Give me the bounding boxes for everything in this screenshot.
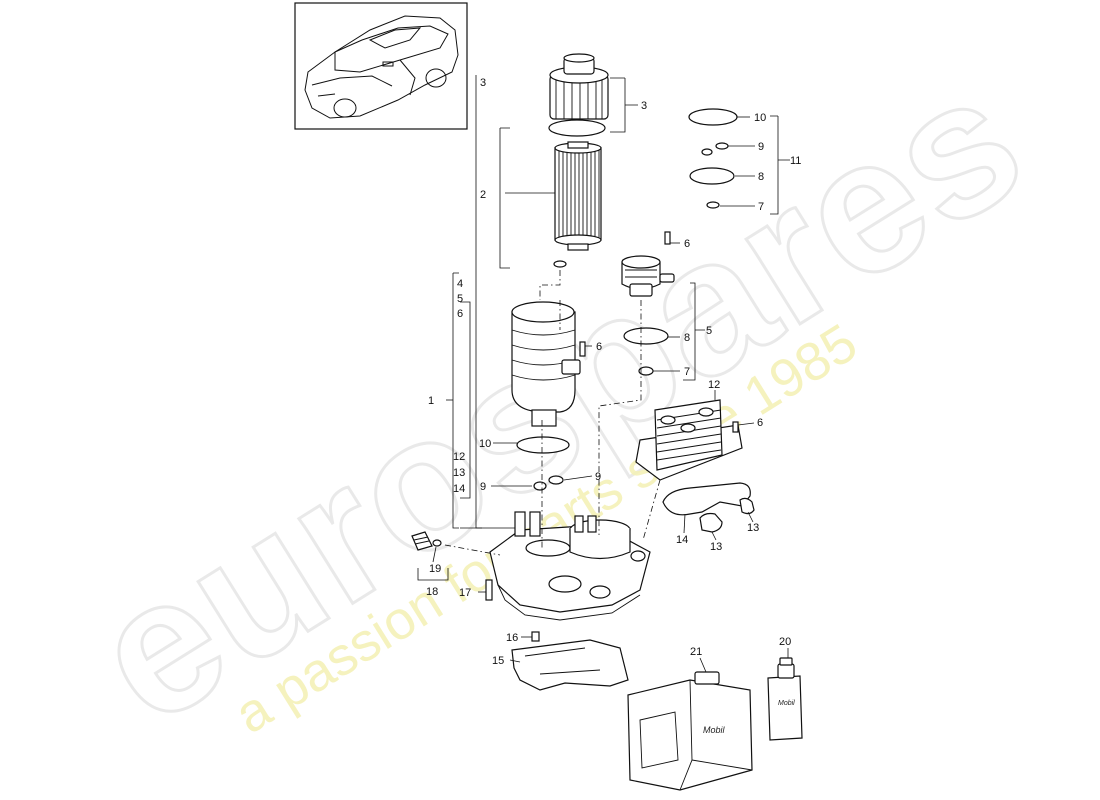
filter-housing (511, 301, 586, 427)
callout-12: 12 (708, 379, 720, 391)
oil-jerrycan: Mobil (627, 671, 753, 791)
cooler-gaskets (662, 482, 755, 533)
callout-4: 4 (457, 278, 463, 290)
callout-5: 5 (706, 325, 712, 337)
callout-9: 9 (758, 141, 764, 153)
breather-seal-8 (623, 327, 669, 345)
callout-10: 10 (479, 438, 491, 450)
callout-12: 12 (453, 451, 465, 463)
callout-19: 19 (429, 563, 441, 575)
housing-seal-10 (516, 436, 570, 454)
bolt-16 (531, 631, 540, 642)
oil-sensor (411, 531, 442, 551)
callout-13: 13 (453, 467, 465, 479)
callout-9: 9 (480, 481, 486, 493)
callout-18: 18 (426, 586, 438, 598)
leader-lines (432, 116, 789, 673)
callout-14: 14 (453, 483, 465, 495)
callout-13: 13 (747, 522, 759, 534)
filter-element (553, 141, 602, 268)
bolt-17 (485, 579, 493, 601)
breather-valve (621, 231, 675, 297)
assembly-centerlines (444, 270, 661, 556)
callout-3: 3 (641, 100, 647, 112)
jerrycan-brand-label: Mobil (703, 725, 726, 735)
callout-15: 15 (492, 655, 504, 667)
callout-11: 11 (790, 155, 801, 167)
car-icon (304, 15, 459, 119)
callout-1: 1 (428, 395, 434, 407)
callouts: 3 3 2 10 9 11 8 7 6 4 5 6 5 8 6 7 12 1 6… (426, 77, 801, 667)
oil-filter-cap (549, 53, 609, 120)
oil-bottle: Mobil (767, 657, 803, 741)
bottle-brand-label: Mobil (778, 700, 795, 707)
callout-8: 8 (758, 171, 764, 183)
housing-seal-9a (533, 481, 547, 491)
callout-8: 8 (684, 332, 690, 344)
callout-2: 2 (480, 189, 486, 201)
callout-6: 6 (757, 417, 763, 429)
oil-cooler (635, 399, 743, 481)
callout-5: 5 (457, 293, 463, 305)
callout-10: 10 (754, 112, 766, 124)
callout-13: 13 (710, 541, 722, 553)
oil-filter-housing-base (489, 511, 651, 621)
callout-16: 16 (506, 632, 518, 644)
callout-21: 21 (690, 646, 702, 658)
group-brackets (417, 75, 790, 581)
callout-7: 7 (684, 366, 690, 378)
callout-3: 3 (480, 77, 486, 89)
callout-6: 6 (457, 308, 463, 320)
callout-6: 6 (684, 238, 690, 250)
callout-14: 14 (676, 534, 688, 546)
callout-7: 7 (758, 201, 764, 213)
base-gasket (511, 639, 629, 691)
vehicle-thumbnail (294, 2, 468, 130)
callout-9: 9 (595, 471, 601, 483)
callout-6: 6 (596, 341, 602, 353)
cap-seal-ring (548, 119, 606, 137)
callout-17: 17 (459, 587, 471, 599)
housing-seal-9b (548, 475, 564, 485)
callout-20: 20 (779, 636, 791, 648)
